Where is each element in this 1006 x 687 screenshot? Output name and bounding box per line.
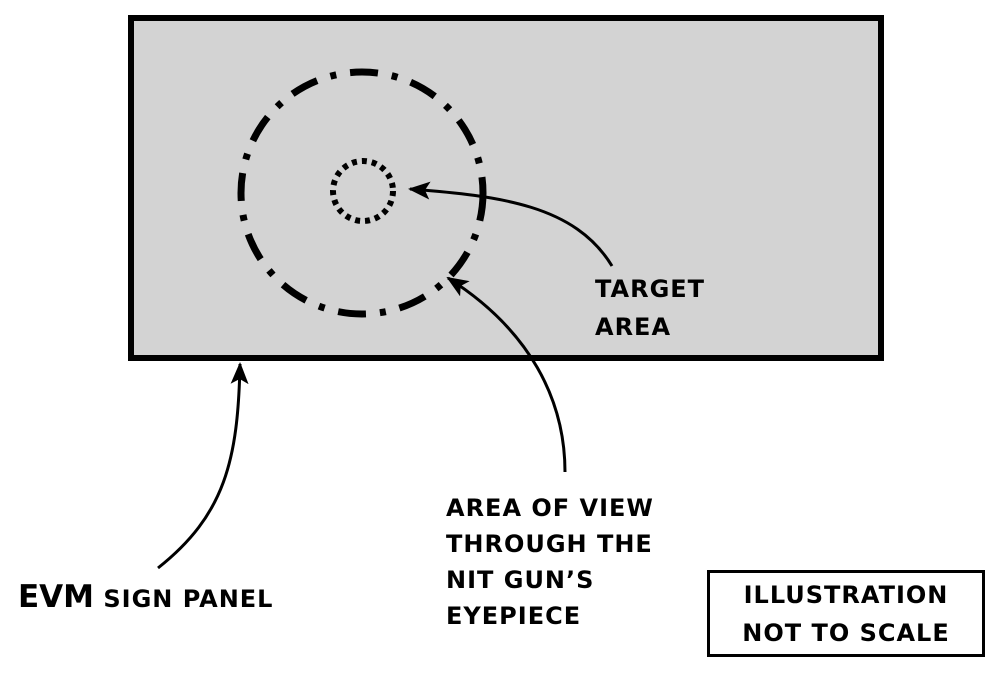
target-area-label-line: TARGET — [595, 275, 706, 303]
sign-panel-label-prefix: EVM — [18, 579, 95, 615]
view-area-label-line: AREA OF VIEW — [446, 494, 654, 522]
scale-note-box: ILLUSTRATION NOT TO SCALE — [707, 570, 985, 657]
view-arrow — [446, 276, 567, 473]
target-arrow — [408, 181, 614, 267]
view-area-label: AREA OF VIEW THROUGH THE NIT GUN’S EYEPI… — [446, 490, 654, 634]
scale-note-line: NOT TO SCALE — [742, 618, 950, 647]
view-area-circle — [237, 68, 487, 318]
view-area-label-line: NIT GUN’S — [446, 566, 595, 594]
view-area-label-line: THROUGH THE — [446, 530, 653, 558]
sign-panel — [128, 15, 884, 361]
panel-arrow — [157, 362, 249, 570]
sign-panel-label-suffix: SIGN PANEL — [94, 585, 274, 613]
target-area-label-line: AREA — [595, 313, 672, 341]
view-area-label-line: EYEPIECE — [446, 602, 582, 630]
target-area-label: TARGET AREA — [595, 270, 705, 346]
target-area-circle — [330, 158, 396, 224]
scale-note-line: ILLUSTRATION — [743, 580, 949, 609]
sign-panel-label: EVM SIGN PANEL — [18, 582, 273, 613]
